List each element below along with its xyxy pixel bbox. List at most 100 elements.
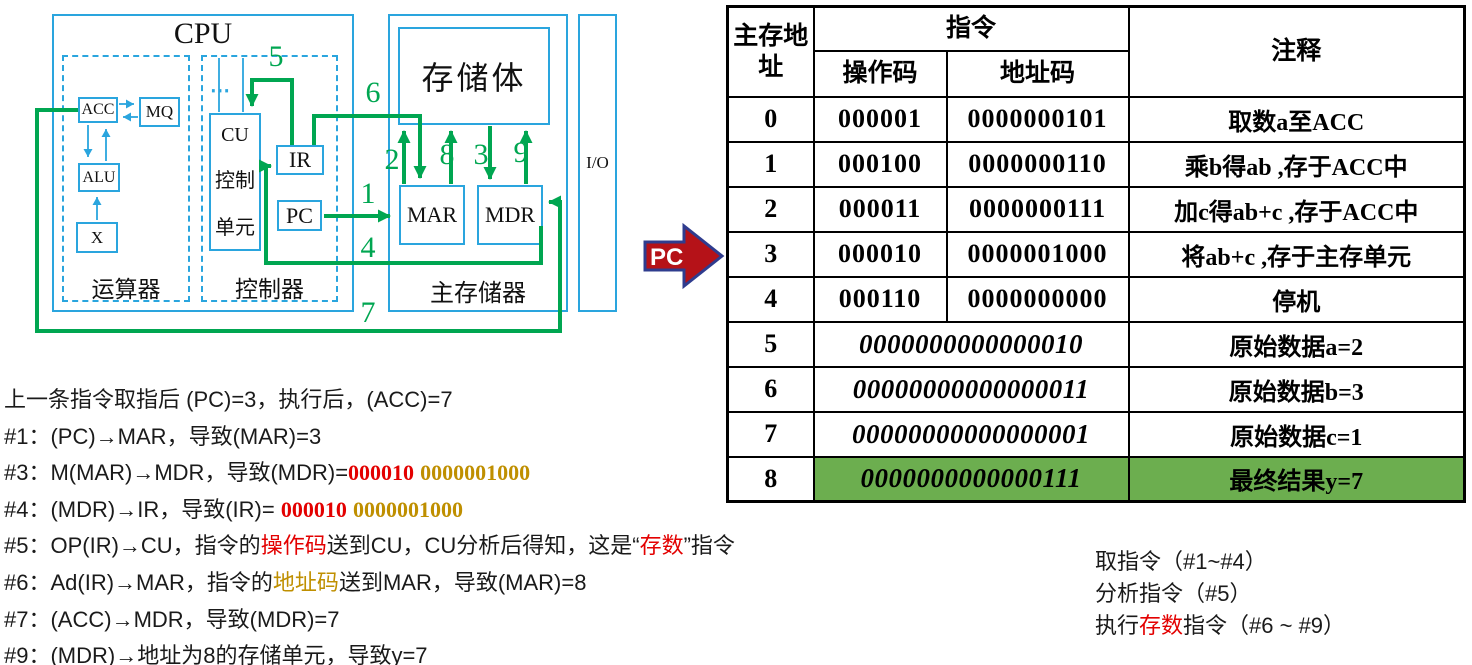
- address-code-cell: 0000000101: [945, 95, 1130, 143]
- pc-register: PC: [277, 200, 322, 231]
- header-instruction: 指令: [812, 5, 1130, 52]
- text-segment: 取指令（#1~#4）: [1095, 549, 1267, 574]
- arrow-label-7: 7: [360, 296, 376, 329]
- memory-bank-box: 存储体: [398, 27, 550, 125]
- cu-line-1: CU: [221, 123, 249, 146]
- opcode-cell: 000011: [812, 185, 948, 233]
- data-word-cell: 0000000000000111: [812, 455, 1130, 503]
- text-segment: #9：(MDR)→地址为8的存储单元，导致y=7: [4, 643, 428, 665]
- arrow-label-6: 6: [365, 76, 381, 109]
- text-segment: ”指令: [683, 533, 735, 559]
- comment-cell: 乘b得ab ,存于ACC中: [1127, 140, 1466, 188]
- address-code-cell: 0000001000: [945, 230, 1130, 278]
- comment-cell: 最终结果y=7: [1127, 455, 1466, 503]
- address-cell: 4: [726, 275, 815, 323]
- cu-unit-text: CU 控制 单元: [211, 115, 259, 249]
- step-5-line: #5：OP(IR)→CU，指令的操作码送到CU，CU分析后得知，这是“存数”指令: [4, 528, 735, 565]
- text-segment: 送到MAR，导致(MAR)=8: [338, 569, 587, 595]
- step-3-line: #3：M(MAR)→MDR，导致(MDR)=000010 0000001000: [4, 455, 735, 492]
- text-segment: #7：(ACC)→MDR，导致(MDR)=7: [4, 606, 340, 632]
- io-box: I/O: [578, 14, 617, 312]
- phase-summary: 取指令（#1~#4） 分析指令（#5） 执行存数指令（#6 ~ #9）: [1095, 546, 1345, 642]
- address-code-cell: 0000000000: [945, 275, 1130, 323]
- address-cell: 6: [726, 365, 815, 413]
- comment-cell: 原始数据c=1: [1127, 410, 1466, 458]
- data-word-cell: 00000000000000001: [812, 410, 1130, 458]
- text-segment: #6：Ad(IR)→MAR，指令的: [4, 569, 273, 595]
- text-segment: #3：M(MAR)→MDR，导致(MDR)=: [4, 460, 349, 486]
- step-1-line: #1：(PC)→MAR，导致(MAR)=3: [4, 419, 735, 456]
- ir-register: IR: [276, 145, 324, 175]
- mar-register: MAR: [399, 185, 465, 245]
- text-segment: 000010: [280, 496, 347, 522]
- text-segment: 分析指令（#5）: [1095, 581, 1252, 606]
- step-9-line: #9：(MDR)→地址为8的存储单元，导致y=7: [4, 638, 735, 665]
- execution-steps: 上一条指令取指后 (PC)=3，执行后，(ACC)=7 #1：(PC)→MAR，…: [4, 382, 735, 665]
- text-segment: 存数: [1139, 613, 1184, 638]
- phase-execute-line: 执行存数指令（#6 ~ #9）: [1095, 610, 1345, 642]
- step-4-line: #4：(MDR)→IR，导致(IR)= 000010 0000001000: [4, 492, 735, 529]
- address-cell: 1: [726, 140, 815, 188]
- pc-pointer-arrow: PC: [643, 222, 725, 290]
- main-memory-label: 主存储器: [430, 281, 526, 307]
- address-cell: 5: [726, 320, 815, 368]
- alu-unit: ALU: [78, 163, 120, 192]
- arrow-label-3: 3: [473, 138, 489, 171]
- arrow-label-8: 8: [439, 138, 455, 171]
- arrow-label-9: 9: [513, 136, 529, 169]
- text-segment: 存数: [639, 533, 684, 559]
- cu-line-3: 单元: [215, 217, 255, 240]
- text-segment: #5：OP(IR)→CU，指令的: [4, 533, 261, 559]
- address-cell: 3: [726, 230, 815, 278]
- ctrl-section-label: 控制器: [235, 277, 304, 302]
- text-segment: 指令（#6 ~ #9）: [1183, 613, 1346, 638]
- address-cell: 7: [726, 410, 815, 458]
- opcode-cell: 000100: [812, 140, 948, 188]
- arrow-label-2: 2: [384, 143, 400, 176]
- cu-line-2: 控制: [215, 170, 255, 193]
- text-segment: 000010: [348, 460, 415, 486]
- comment-cell: 原始数据b=3: [1127, 365, 1466, 413]
- data-word-cell: 00000000000000011: [812, 365, 1130, 413]
- address-code-cell: 0000000110: [945, 140, 1130, 188]
- arrow-label-1: 1: [360, 177, 376, 210]
- opcode-cell: 000010: [812, 230, 948, 278]
- arrow-label-4: 4: [360, 231, 376, 264]
- phase-decode-line: 分析指令（#5）: [1095, 578, 1345, 610]
- cu-ellipsis: ⋯: [210, 80, 232, 102]
- steps-intro-line: 上一条指令取指后 (PC)=3，执行后，(ACC)=7: [4, 382, 735, 419]
- header-main-memory-address: 主存地址: [726, 5, 815, 98]
- pc-pointer-label: PC: [650, 244, 683, 271]
- comment-cell: 原始数据a=2: [1127, 320, 1466, 368]
- text-segment: 操作码: [260, 533, 327, 559]
- step-7-line: #7：(ACC)→MDR，导致(MDR)=7: [4, 602, 735, 639]
- text-segment: #1：(PC)→MAR，导致(MAR)=3: [4, 423, 322, 449]
- text-segment: 送到CU，CU分析后得知，这是“: [326, 533, 640, 559]
- opcode-cell: 000001: [812, 95, 948, 143]
- cpu-label: CPU: [173, 17, 233, 50]
- cu-unit: CU 控制 单元: [209, 113, 261, 251]
- mdr-register: MDR: [477, 185, 543, 245]
- opcode-cell: 000110: [812, 275, 948, 323]
- comment-cell: 加c得ab+c ,存于ACC中: [1127, 185, 1466, 233]
- header-opcode: 操作码: [812, 49, 948, 98]
- data-word-cell: 0000000000000010: [812, 320, 1130, 368]
- alu-section-label: 运算器: [91, 277, 161, 302]
- text-segment: #4：(MDR)→IR，导致(IR)=: [4, 496, 281, 522]
- comment-cell: 停机: [1127, 275, 1466, 323]
- text-segment: 0000001000: [352, 496, 463, 522]
- text-segment: 0000001000: [420, 460, 531, 486]
- step-6-line: #6：Ad(IR)→MAR，指令的地址码送到MAR，导致(MAR)=8: [4, 565, 735, 602]
- address-cell: 0: [726, 95, 815, 143]
- text-segment: 上一条指令取指后 (PC)=3，执行后，(ACC)=7: [4, 387, 453, 412]
- address-cell: 8: [726, 455, 815, 503]
